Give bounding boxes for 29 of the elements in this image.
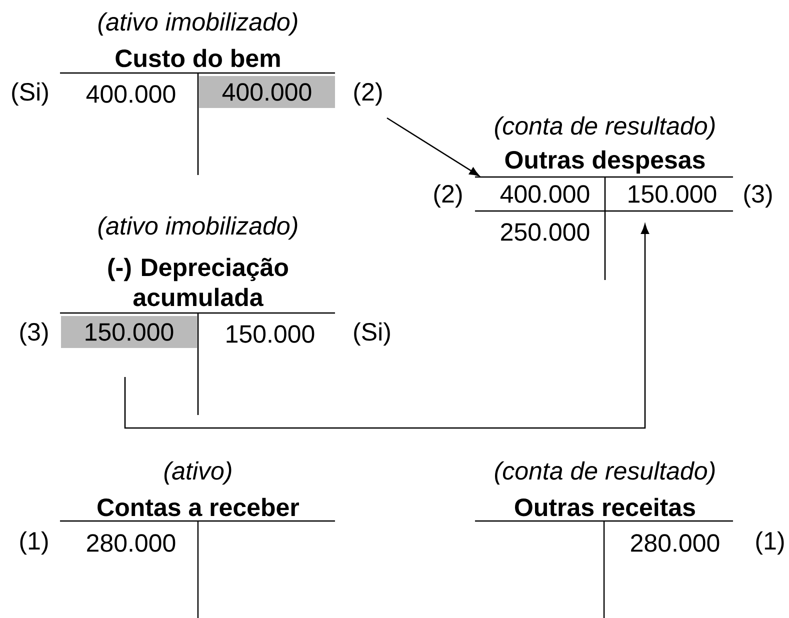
account-title: Contas a receber [98, 498, 300, 516]
account-type-label: (ativo imobilizado) [98, 12, 298, 36]
account-type-label: (ativo) [164, 461, 232, 485]
entry-text: 150.000 [226, 325, 314, 343]
highlighted-entry-cell: 400.000 [199, 76, 335, 108]
account-title: Outras despesas [505, 150, 705, 174]
account-title: Custo do bem [116, 48, 280, 68]
account-title: (-) Depreciação acumulada [108, 258, 288, 306]
highlighted-entry-cell: 150.000 [61, 316, 197, 348]
arrow [124, 224, 650, 429]
entry-reference: (3) [20, 322, 48, 346]
account-type-label: (ativo imobilizado) [98, 216, 298, 240]
entry-text: 280.000 [631, 534, 720, 552]
entry-text: 280.000 [87, 534, 176, 552]
entry-cell: 400.000 [500, 185, 590, 203]
entry-reference: (2) [354, 82, 382, 106]
entry-reference: (3) [744, 184, 772, 208]
entry-cell: 150.000 [628, 185, 716, 203]
entry-reference: (1) [20, 531, 48, 555]
entry-text: 400.000 [86, 85, 176, 103]
account-type-label: (conta de resultado) [495, 461, 715, 485]
account-title: Outras receitas [515, 498, 695, 516]
arrow [386, 117, 480, 176]
entry-reference: (1) [756, 531, 784, 555]
entry-reference: (2) [434, 184, 462, 208]
entry-text: 250.000 [501, 223, 590, 241]
account-type-label: (conta de resultado) [495, 116, 715, 140]
entry-reference: (Si) [354, 322, 390, 346]
entry-reference: (Si) [12, 82, 48, 106]
